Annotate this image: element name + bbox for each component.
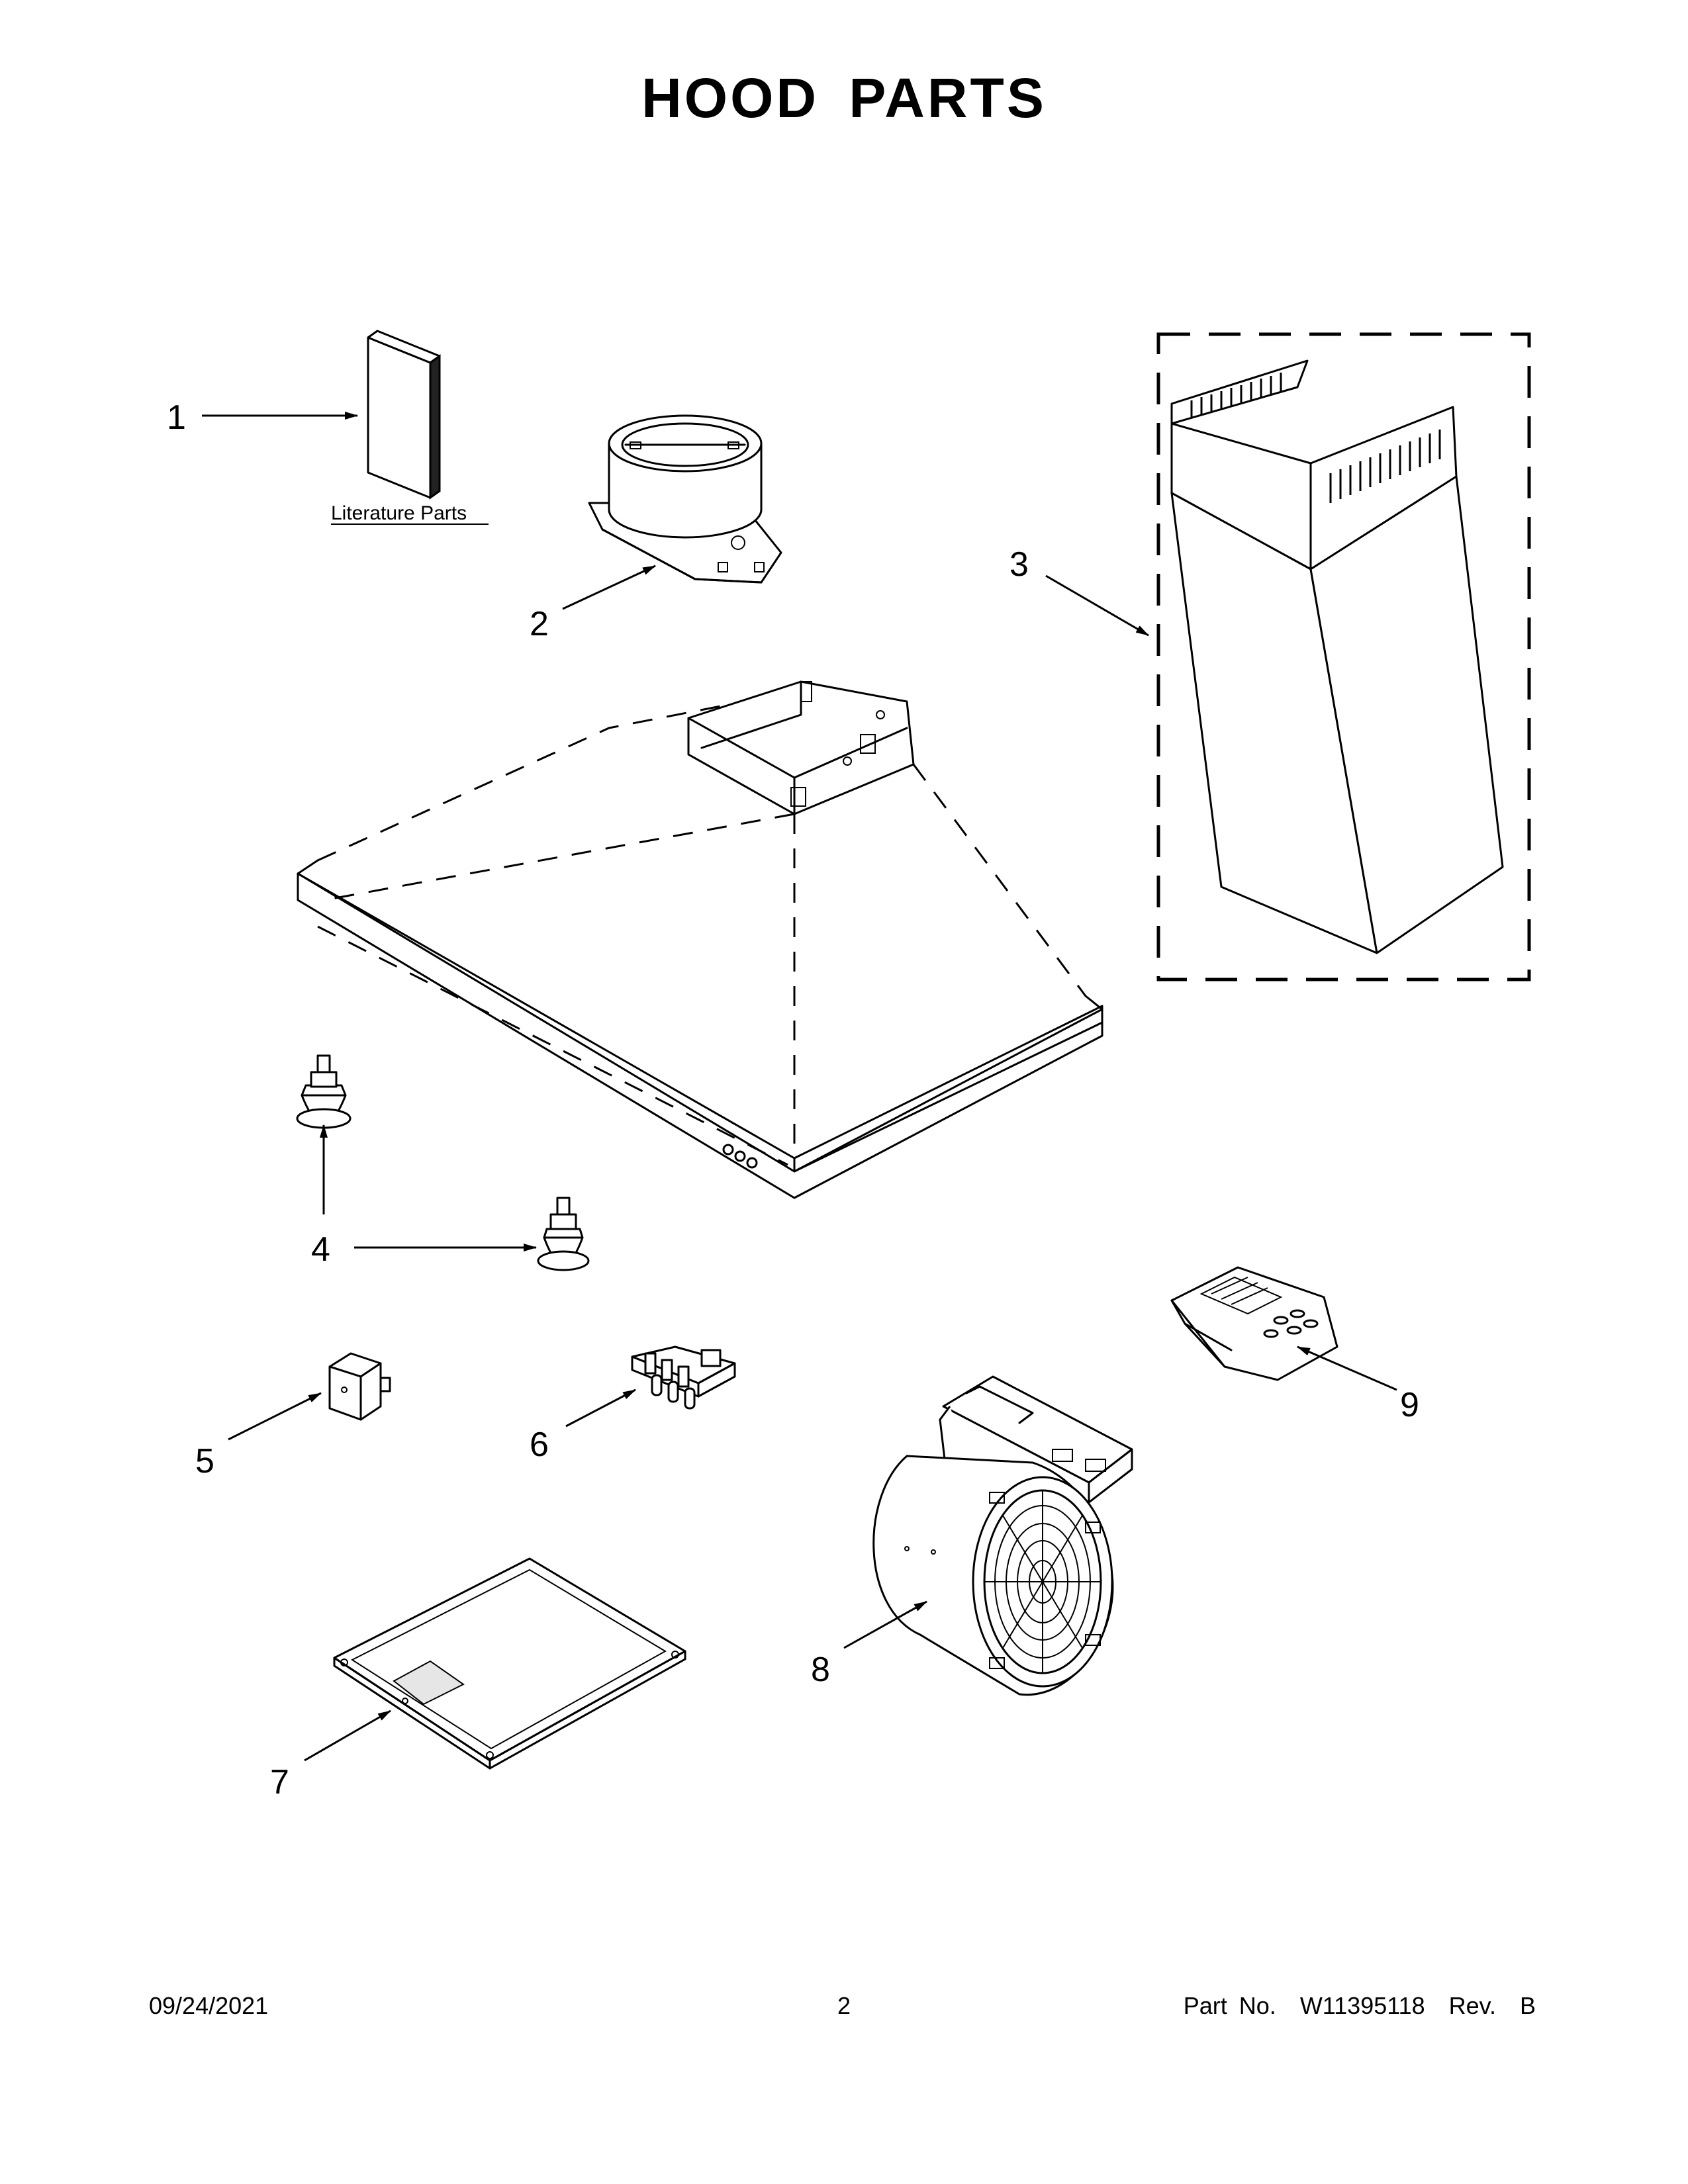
callout-9-arrow [1297,1345,1397,1391]
callout-1: 1 [167,398,186,437]
footer-page-number: 2 [837,1992,851,2019]
callout-6-arrow [565,1388,636,1428]
callout-7-arrow [304,1709,391,1762]
capacitor-part [328,1352,391,1421]
callout-8-arrow [843,1600,927,1649]
callout-8: 8 [811,1651,830,1689]
callout-7: 7 [270,1763,289,1801]
callout-3: 3 [1009,545,1029,584]
callout-2: 2 [530,605,549,643]
callout-6: 6 [530,1426,549,1464]
hood-canopy-body [297,680,1103,1199]
callout-3-arrow [1045,574,1149,637]
page-title: HOOD PARTS [641,67,1047,129]
grease-filter-part [333,1557,686,1770]
halogen-lamp-lower [537,1197,590,1271]
literature-parts-label: Literature Parts [331,502,467,524]
literature-parts-book [367,330,441,500]
callout-5: 5 [195,1442,214,1480]
callout-4: 4 [311,1230,330,1269]
chimney-cover-kit [1156,332,1531,981]
blower-motor-part [872,1375,1133,1696]
duct-damper-part [588,414,782,584]
footer-date: 09/24/2021 [149,1992,269,2019]
switch-assembly-part [631,1345,736,1410]
callout-5-arrow [228,1392,322,1441]
callout-9: 9 [1400,1386,1419,1424]
callout-2-arrow [562,565,656,610]
control-board-part [1170,1266,1338,1381]
footer-part-number: Part No. W11395118 Rev. B [1183,1992,1536,2019]
halogen-lamp-upper [296,1054,352,1129]
